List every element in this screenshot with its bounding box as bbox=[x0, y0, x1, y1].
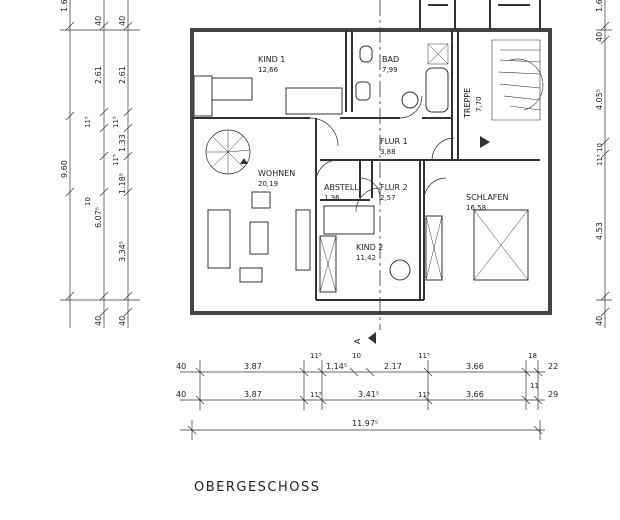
bottom-r2-f: 3.66 bbox=[466, 390, 484, 399]
room-flur1-area: 3,88 bbox=[380, 148, 396, 156]
door-swings bbox=[309, 95, 455, 213]
left-inner-334: 3.34⁵ bbox=[118, 241, 127, 262]
bed-kind2 bbox=[323, 205, 375, 235]
desk-kind1 bbox=[211, 77, 253, 101]
bottom-r1-c: 11⁵ bbox=[310, 352, 322, 360]
wardrobe-kind2 bbox=[319, 235, 337, 293]
bottom-r1-e: 10 bbox=[352, 352, 361, 360]
room-kind1-name: KIND 1 bbox=[258, 55, 285, 64]
bed-schlafen bbox=[473, 209, 529, 281]
left-outer-bottom: 40 bbox=[94, 316, 103, 326]
bottom-dim-lines bbox=[180, 360, 545, 440]
room-flur2-area: 2,57 bbox=[380, 194, 396, 202]
left-inner-261: 2.61 bbox=[94, 66, 103, 84]
right-dim-lines bbox=[596, 0, 612, 328]
sofa bbox=[207, 209, 231, 269]
left-inner-118: 1.18⁵ bbox=[118, 173, 127, 194]
room-bad-area: 7,99 bbox=[382, 66, 398, 74]
staircase bbox=[491, 39, 544, 121]
left-inner-bottom: 40 bbox=[118, 316, 127, 326]
room-bad-name: BAD bbox=[382, 55, 399, 64]
left-outer-t115: 11⁵ bbox=[84, 116, 92, 128]
right-10: 10 bbox=[596, 143, 604, 152]
bed-schlafen-cross bbox=[473, 209, 529, 281]
room-schlafen-area: 16,58 bbox=[466, 204, 486, 212]
left-third-261: 2.61 bbox=[118, 66, 127, 84]
sink bbox=[355, 81, 371, 101]
bottom-r1-j: 22 bbox=[548, 362, 558, 371]
bottom-r2-c: 11⁵ bbox=[310, 391, 322, 399]
left-inner-115a: 11⁵ bbox=[112, 116, 120, 128]
left-inner-top: 40 bbox=[94, 16, 103, 26]
exterior-wall bbox=[190, 28, 552, 315]
room-kind1-area: 12,66 bbox=[258, 66, 279, 74]
round-table-kind1 bbox=[401, 91, 419, 109]
left-outer-total: 9.60 bbox=[60, 160, 69, 178]
bottom-r2-b: 3.87 bbox=[244, 390, 262, 399]
wardrobe-kind1 bbox=[193, 75, 213, 117]
drawing-title: OBERGESCHOSS bbox=[194, 480, 321, 495]
right-40: 40 bbox=[595, 32, 604, 42]
wardrobe-schlafen-cross bbox=[425, 215, 443, 281]
room-kind2-area: 11,42 bbox=[356, 254, 376, 262]
left-dim-lines bbox=[60, 0, 140, 328]
room-abstell-area: 1,36 bbox=[324, 194, 340, 202]
right-top: 1.60 bbox=[595, 0, 604, 12]
round-table bbox=[389, 259, 411, 281]
room-wohnen-area: 20,19 bbox=[258, 180, 278, 188]
tv-unit bbox=[295, 209, 311, 271]
bottom-r1-d: 1.14⁵ bbox=[326, 362, 347, 371]
bottom-r2-e: 11⁵ bbox=[418, 391, 430, 399]
left-third-top: 40 bbox=[118, 16, 127, 26]
left-outer-t10: 10 bbox=[84, 197, 92, 206]
room-treppe-name: TREPPE bbox=[463, 88, 472, 119]
upper-wall-fragments bbox=[419, 0, 541, 30]
bottom-r1-h: 3.66 bbox=[466, 362, 484, 371]
right-453: 4.53 bbox=[595, 222, 604, 240]
bathtub bbox=[425, 67, 449, 113]
spiral-stair-steps bbox=[206, 130, 251, 174]
armchair bbox=[251, 191, 271, 209]
bottom-r1-b: 3.87 bbox=[244, 362, 262, 371]
left-inner-115b: 11⁵ bbox=[112, 154, 120, 166]
section-marker: A bbox=[353, 338, 362, 344]
section-arrow bbox=[368, 332, 376, 344]
wardrobe-kind2-cross bbox=[319, 235, 337, 293]
bottom-r2-a: 40 bbox=[176, 390, 186, 399]
left-outer-top: 1.60 bbox=[60, 0, 69, 12]
bottom-r2-h: 29 bbox=[548, 390, 558, 399]
right-115: 11⁵ bbox=[596, 154, 604, 166]
room-wohnen-name: WOHNEN bbox=[258, 169, 295, 178]
room-abstell-name: ABSTELL bbox=[324, 183, 359, 192]
bottom-r1-i: 18 bbox=[528, 352, 537, 360]
bottom-total: 11.97⁵ bbox=[352, 419, 378, 428]
room-treppe-area: 7,70 bbox=[475, 96, 483, 112]
table bbox=[249, 221, 269, 255]
bed-kind1 bbox=[285, 87, 343, 115]
right-4055: 4.05⁵ bbox=[595, 89, 604, 110]
bottom-r2-g: 11 bbox=[530, 382, 539, 390]
chair-bottom bbox=[239, 267, 263, 283]
interior-walls bbox=[192, 30, 540, 301]
bottom-r2-d: 3.41⁵ bbox=[358, 390, 379, 399]
left-inner-133: 1.33 bbox=[118, 134, 127, 152]
wardrobe-schlafen bbox=[425, 215, 443, 281]
right-bottom: 40 bbox=[595, 316, 604, 326]
bottom-r1-f: 2.17 bbox=[384, 362, 402, 371]
left-outer-middle: 6.07⁵ bbox=[94, 207, 103, 228]
room-kind2-name: KIND 2 bbox=[356, 243, 383, 252]
bottom-r1-a: 40 bbox=[176, 362, 186, 371]
room-flur1-name: FLUR 1 bbox=[380, 137, 408, 146]
toilet bbox=[359, 45, 373, 63]
bottom-r1-g: 11⁵ bbox=[418, 352, 430, 360]
spiral-arrow bbox=[240, 158, 248, 164]
room-flur2-name: FLUR 2 bbox=[380, 183, 408, 192]
room-schlafen-name: SCHLAFEN bbox=[466, 193, 508, 202]
stair-direction-arrow bbox=[480, 136, 490, 148]
shower-tray bbox=[427, 43, 449, 65]
